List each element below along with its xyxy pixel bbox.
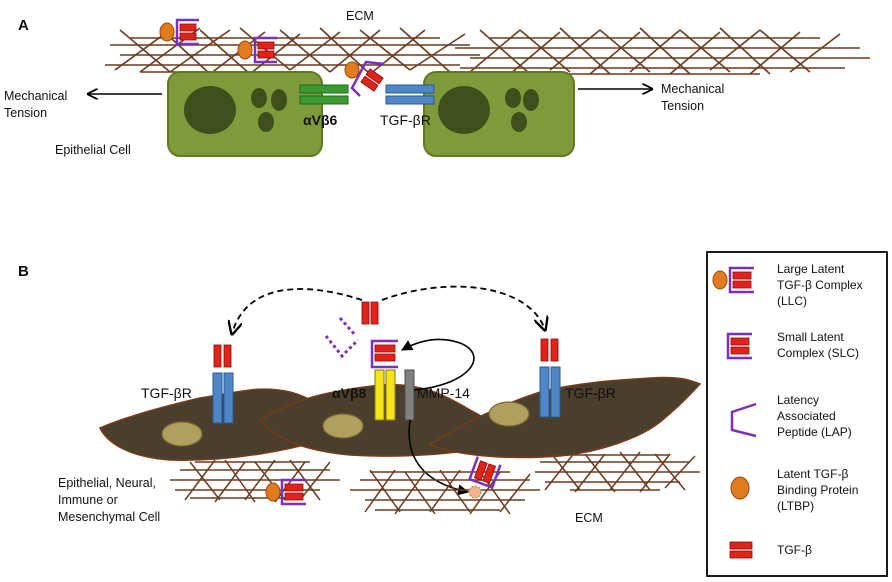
legend-ltbp-line2: Binding Protein xyxy=(777,483,858,497)
tension-right-line2: Tension xyxy=(661,99,704,113)
panel-b-label: B xyxy=(18,263,29,280)
legend-llc-line2: TGF-β Complex xyxy=(777,278,863,292)
legend-slc-line2: Complex (SLC) xyxy=(777,346,859,360)
legend-ltbp-line3: (LTBP) xyxy=(777,499,814,513)
slc-on-integrin xyxy=(370,339,398,369)
vesicles-right xyxy=(505,88,539,132)
cell-b-right xyxy=(428,376,702,459)
legend-slc-line1: Small Latent xyxy=(777,330,844,344)
dashed-arrow-to-left-receptor xyxy=(232,288,363,334)
slc-icon xyxy=(726,332,752,360)
tgf-beta-receptor-a-label: TGF-βR xyxy=(380,112,431,128)
nucleus-right xyxy=(438,86,490,134)
llc-icon xyxy=(712,266,754,294)
llc-complex-b1 xyxy=(265,478,306,506)
lap-icon xyxy=(730,402,757,438)
tgf-beta-receptor-b-right-label: TGF-βR xyxy=(565,385,616,401)
integrin-avb6-label: αVβ6 xyxy=(303,112,337,128)
dashed-arrow-to-right-receptor xyxy=(381,285,545,330)
tgf-beta-receptor-b-left-label: TGF-βR xyxy=(141,385,192,401)
panel-b-cell-label-line1: Epithelial, Neural, xyxy=(58,476,156,490)
tension-left-line2: Tension xyxy=(4,106,47,120)
nucleus-b-right xyxy=(488,401,530,427)
legend: Large Latent TGF-β Complex (LLC) Small L… xyxy=(706,251,888,577)
tension-left-line1: Mechanical xyxy=(4,89,67,103)
panel-b-ecm-label: ECM xyxy=(575,511,603,525)
tension-right-line1: Mechanical xyxy=(661,82,724,96)
free-tgf-beta-top xyxy=(361,301,379,325)
panel-a-ecm-label: ECM xyxy=(346,9,374,23)
tgf-beta-receptor-b-left xyxy=(212,344,234,424)
epithelial-cell-label: Epithelial Cell xyxy=(55,143,131,157)
nucleus-left xyxy=(184,86,236,134)
ltbp-icon xyxy=(730,476,750,500)
mmp-14 xyxy=(404,369,415,421)
tgf-beta-receptor-b-right xyxy=(539,338,561,418)
nucleus-b-left xyxy=(161,421,203,447)
mmp14-arrow-to-slc xyxy=(401,338,475,391)
panel-a-label: A xyxy=(18,17,29,34)
llc-complex-a3-bound xyxy=(344,60,385,97)
legend-llc-line3: (LLC) xyxy=(777,294,807,308)
legend-llc-line1: Large Latent xyxy=(777,262,845,276)
panel-b-cell-label-line2: Immune or xyxy=(58,493,118,507)
vesicles-left xyxy=(251,88,287,132)
integrin-avb8 xyxy=(374,369,396,421)
legend-tgfb-line1: TGF-β xyxy=(777,543,812,557)
llc-complex-a1 xyxy=(159,18,199,46)
integrin-avb6 xyxy=(299,84,349,105)
tgf-beta-receptor-a xyxy=(385,84,435,105)
legend-lap-line2: Associated xyxy=(777,409,836,423)
legend-lap-line3: Peptide (LAP) xyxy=(777,425,852,439)
mmp-14-label: MMP-14 xyxy=(417,385,470,401)
tgfb-icon xyxy=(729,541,753,559)
integrin-avb8-label: αVβ8 xyxy=(332,385,366,401)
llc-complex-a2 xyxy=(237,36,277,64)
llc-complex-b2-cleaved xyxy=(468,456,502,499)
ecm-mesh-a xyxy=(105,27,870,75)
released-lap xyxy=(324,317,360,359)
nucleus-b-middle xyxy=(322,413,364,439)
mmp14-arrow-to-ecm xyxy=(408,419,470,496)
ecm-mesh-b xyxy=(170,451,700,515)
legend-lap-line1: Latency xyxy=(777,393,819,407)
panel-b-cell-label-line3: Mesenchymal Cell xyxy=(58,510,160,524)
legend-ltbp-line1: Latent TGF-β xyxy=(777,467,848,481)
